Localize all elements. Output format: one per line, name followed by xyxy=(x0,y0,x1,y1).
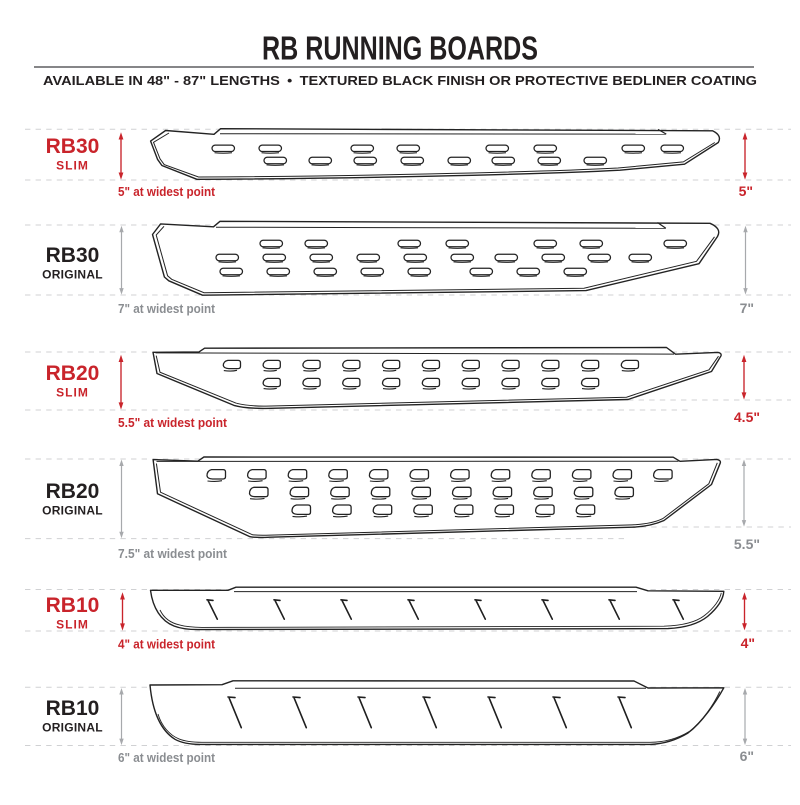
svg-text:6" at widest point: 6" at widest point xyxy=(118,750,216,765)
svg-text:RB10: RB10 xyxy=(46,697,100,720)
svg-text:RB30: RB30 xyxy=(46,135,100,158)
svg-text:4.5": 4.5" xyxy=(734,409,760,425)
svg-text:7.5" at widest point: 7.5" at widest point xyxy=(118,546,228,561)
svg-text:SLIM: SLIM xyxy=(56,618,89,632)
svg-text:SLIM: SLIM xyxy=(56,159,89,173)
svg-text:4" at widest point: 4" at widest point xyxy=(118,637,216,652)
svg-text:RB20: RB20 xyxy=(46,362,100,385)
svg-text:RB RUNNING BOARDS: RB RUNNING BOARDS xyxy=(262,29,538,66)
svg-text:7": 7" xyxy=(740,300,754,316)
svg-text:SLIM: SLIM xyxy=(56,386,89,400)
svg-text:5.5" at widest point: 5.5" at widest point xyxy=(118,415,228,430)
svg-text:AVAILABLE IN 48" - 87" LENGTHS: AVAILABLE IN 48" - 87" LENGTHS • TEXTURE… xyxy=(43,73,757,88)
svg-text:7" at widest point: 7" at widest point xyxy=(118,301,216,316)
svg-text:4": 4" xyxy=(741,635,755,651)
svg-text:ORIGINAL: ORIGINAL xyxy=(42,721,103,735)
svg-text:RB20: RB20 xyxy=(46,480,100,503)
svg-text:ORIGINAL: ORIGINAL xyxy=(42,268,103,282)
svg-text:RB30: RB30 xyxy=(46,244,100,267)
svg-text:5.5": 5.5" xyxy=(734,536,760,552)
svg-text:5": 5" xyxy=(739,183,753,199)
svg-text:5" at widest point: 5" at widest point xyxy=(118,184,216,199)
svg-text:RB10: RB10 xyxy=(46,594,100,617)
svg-text:6": 6" xyxy=(740,748,754,764)
svg-text:ORIGINAL: ORIGINAL xyxy=(42,504,103,518)
